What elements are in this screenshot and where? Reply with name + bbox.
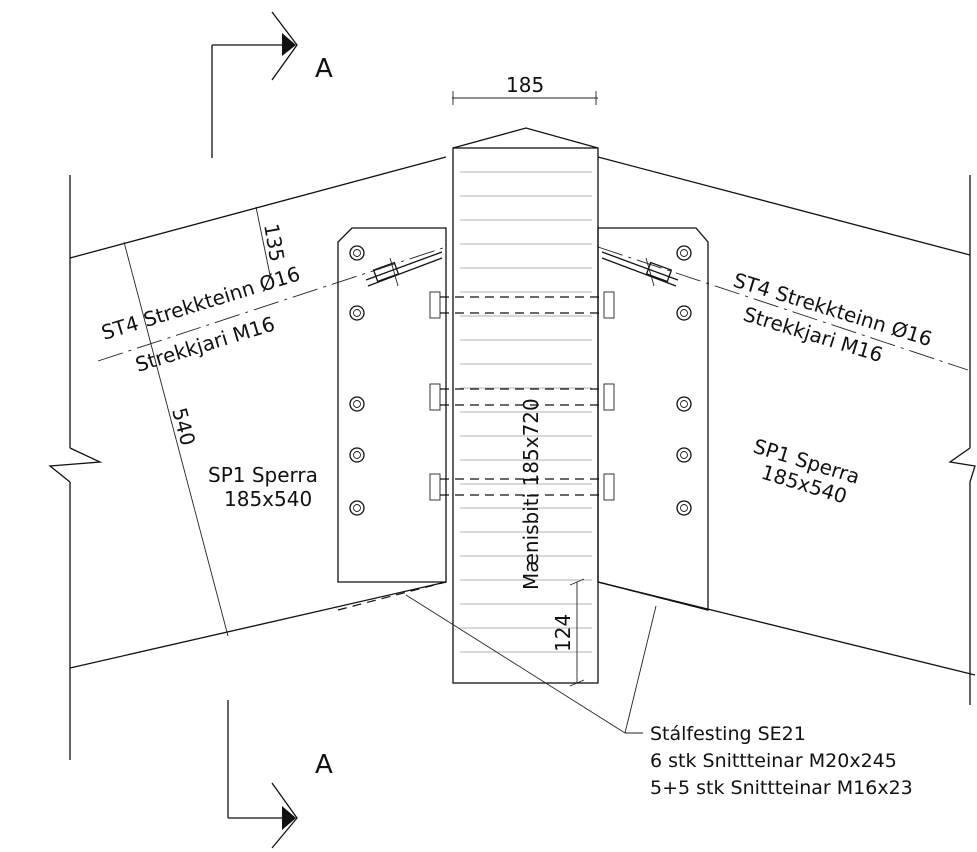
callout-line-3: 5+5 stk Snittteinar M16x23	[650, 777, 913, 799]
section-mark-bottom: A	[227, 700, 333, 849]
dimension-label-540: 540	[167, 405, 200, 448]
ridge-beam-grain	[460, 171, 592, 653]
bolt	[676, 305, 692, 321]
left-rafter-name: SP1 Sperra	[208, 463, 318, 487]
bolt	[349, 245, 365, 261]
bolt	[676, 500, 692, 516]
right-steel-plate	[597, 227, 709, 611]
left-rafter	[48, 156, 447, 760]
section-mark-top: A	[211, 11, 333, 158]
through-bolts	[429, 291, 615, 501]
bolt	[349, 500, 365, 516]
bolt	[676, 396, 692, 412]
ridge-beam	[452, 127, 599, 684]
callout-leader	[405, 594, 657, 734]
right-bolts	[676, 245, 692, 516]
bolt	[349, 305, 365, 321]
through-bolt	[429, 383, 615, 411]
dimension-label-124: 124	[551, 614, 575, 652]
dimension-label-135: 135	[259, 222, 289, 264]
left-rod-end	[365, 251, 443, 287]
dimension-plate-overlap: 124	[551, 578, 585, 687]
left-rafter-size: 185x540	[224, 487, 312, 511]
ridge-beam-label: Mænisbiti 185x720	[519, 398, 543, 590]
bolt	[349, 396, 365, 412]
left-bolts	[349, 245, 365, 516]
left-steel-plate	[337, 227, 447, 611]
dimension-label-185: 185	[506, 73, 544, 97]
dimension-ridge-width: 185	[452, 73, 598, 105]
bolt	[676, 447, 692, 463]
section-label-top: A	[315, 54, 333, 84]
right-rod-end	[601, 251, 679, 287]
through-bolt	[429, 291, 615, 319]
callout-line-1: Stálfesting SE21	[650, 723, 806, 745]
callout-line-2: 6 stk Snittteinar M20x245	[650, 750, 897, 772]
through-bolt	[429, 473, 615, 501]
right-rafter	[597, 156, 976, 705]
bolt	[676, 245, 692, 261]
steel-fitting-callout: Stálfesting SE21 6 stk Snittteinar M20x2…	[650, 723, 913, 799]
section-label-bottom: A	[315, 750, 333, 780]
bolt	[349, 447, 365, 463]
